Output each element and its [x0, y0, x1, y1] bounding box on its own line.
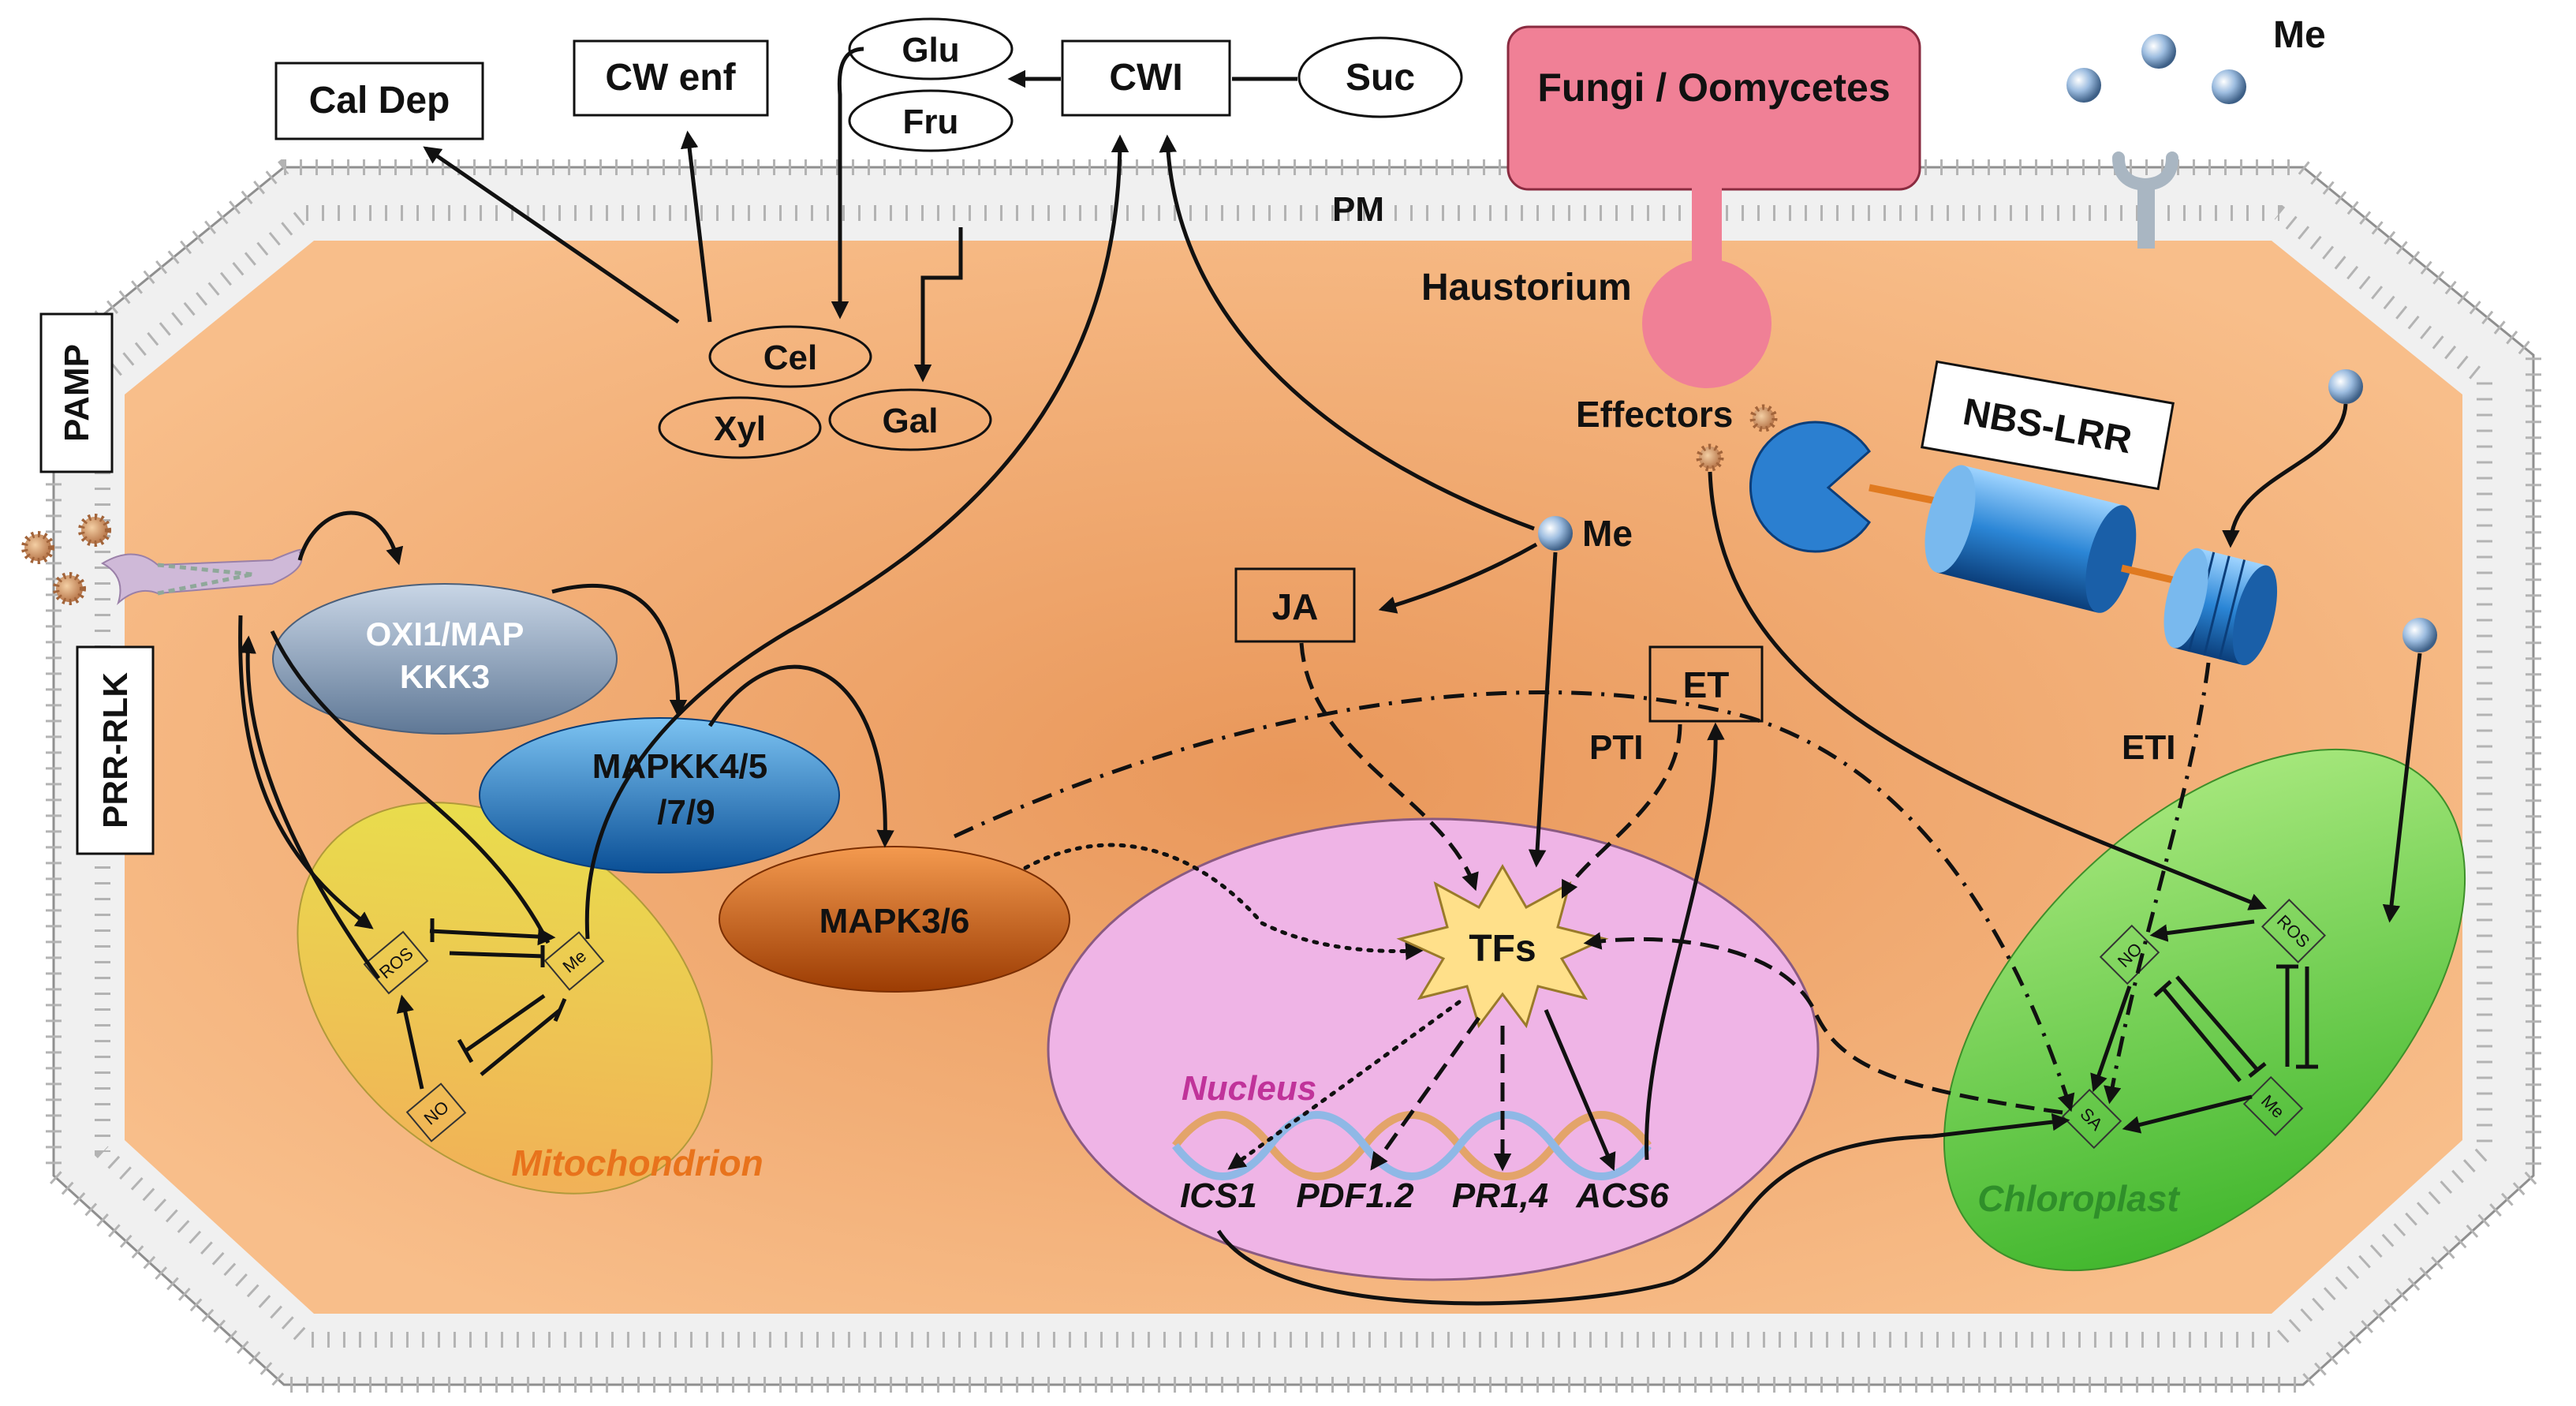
pamp-box: PAMP — [39, 312, 114, 473]
svg-text:Effectors: Effectors — [1576, 394, 1733, 435]
svg-text:CWI: CWI — [1109, 57, 1182, 99]
cel-ellipse: Cel — [708, 325, 872, 388]
xyl-ellipse: Xyl — [658, 396, 822, 459]
nbs-lrr-receptor — [1749, 421, 2278, 666]
mitochondrion: Mitochondrion — [297, 802, 763, 1195]
svg-text:JA: JA — [1272, 586, 1319, 627]
metal-ion-right-upper — [2328, 369, 2363, 404]
svg-text:MAPK3/6: MAPK3/6 — [819, 902, 970, 940]
svg-text:Me: Me — [1582, 513, 1633, 554]
svg-text:ET: ET — [1683, 664, 1730, 705]
svg-text:OXI1/MAP: OXI1/MAP — [366, 615, 525, 653]
svg-text:Suc: Suc — [1346, 57, 1415, 99]
svg-text:Nucleus: Nucleus — [1182, 1069, 1316, 1108]
svg-text:Me: Me — [2273, 14, 2326, 56]
svg-text:Fru: Fru — [903, 103, 959, 141]
mapkk4-5-7-9: MAPKK4/5 /7/9 — [479, 717, 840, 873]
svg-text:Fungi / Oomycetes: Fungi / Oomycetes — [1537, 65, 1890, 110]
svg-text:PRR-RLK: PRR-RLK — [96, 672, 135, 828]
glu-ellipse: Glu — [848, 17, 1014, 80]
gene-acs6: ACS6 — [1575, 1176, 1669, 1215]
haustorium — [1642, 188, 1771, 388]
ja-box: JA — [1234, 567, 1356, 643]
prr-rlk-box: PRR-RLK — [76, 645, 155, 855]
svg-text:PAMP: PAMP — [58, 344, 96, 442]
svg-text:Glu: Glu — [902, 31, 959, 69]
svg-text:/7/9: /7/9 — [657, 793, 715, 832]
metal-transporter-receptor — [2112, 151, 2178, 249]
oxi1-mapkkk3: OXI1/MAP KKK3 — [272, 583, 618, 735]
svg-text:Chloroplast: Chloroplast — [1977, 1178, 2180, 1219]
svg-text:CW enf: CW enf — [605, 57, 736, 99]
svg-text:Gal: Gal — [883, 402, 939, 440]
gene-ics1: ICS1 — [1180, 1176, 1257, 1215]
svg-text:MAPKK4/5: MAPKK4/5 — [592, 747, 768, 786]
svg-text:TFs: TFs — [1469, 928, 1536, 970]
fru-ellipse: Fru — [848, 89, 1014, 152]
eti-label: ETI — [2122, 728, 2175, 767]
metal-ions-extracellular: Me — [2066, 14, 2326, 104]
cwi-box: CWI — [1061, 39, 1231, 117]
svg-text:Mitochondrion: Mitochondrion — [511, 1142, 763, 1184]
nucleus: Nucleus — [1047, 817, 1820, 1281]
svg-text:Xyl: Xyl — [714, 409, 766, 448]
effectors: Effectors — [1576, 394, 1806, 494]
suc-ellipse: Suc — [1297, 36, 1463, 118]
cw-enf-box: CW enf — [573, 39, 769, 117]
metal-ion-right-lower — [2402, 618, 2437, 653]
metal-ion-center: Me — [1538, 513, 1633, 554]
haustorium-label: Haustorium — [1421, 267, 1632, 308]
fungi-oomycetes: Fungi / Oomycetes — [1506, 25, 1921, 191]
gene-pr1-4: PR1,4 — [1452, 1176, 1548, 1215]
pti-label: PTI — [1589, 728, 1643, 767]
mapk3-6: MAPK3/6 — [719, 846, 1070, 993]
pm-label: PM — [1332, 190, 1384, 229]
nbs-lrr-box: NBS-LRR — [1921, 360, 2175, 491]
svg-text:Cal Dep: Cal Dep — [309, 80, 450, 122]
svg-text:Cel: Cel — [763, 338, 817, 377]
cal-dep-box: Cal Dep — [274, 62, 484, 140]
gal-ellipse: Gal — [828, 388, 992, 451]
pamp-particles — [21, 514, 111, 605]
svg-text:KKK3: KKK3 — [400, 658, 490, 695]
gene-pdf1-2: PDF1.2 — [1296, 1176, 1414, 1215]
prr-rlk-receptor — [100, 548, 303, 606]
et-box: ET — [1648, 645, 1764, 723]
tfs-star: TFs — [1396, 863, 1609, 1029]
arrows — [238, 47, 2422, 1306]
